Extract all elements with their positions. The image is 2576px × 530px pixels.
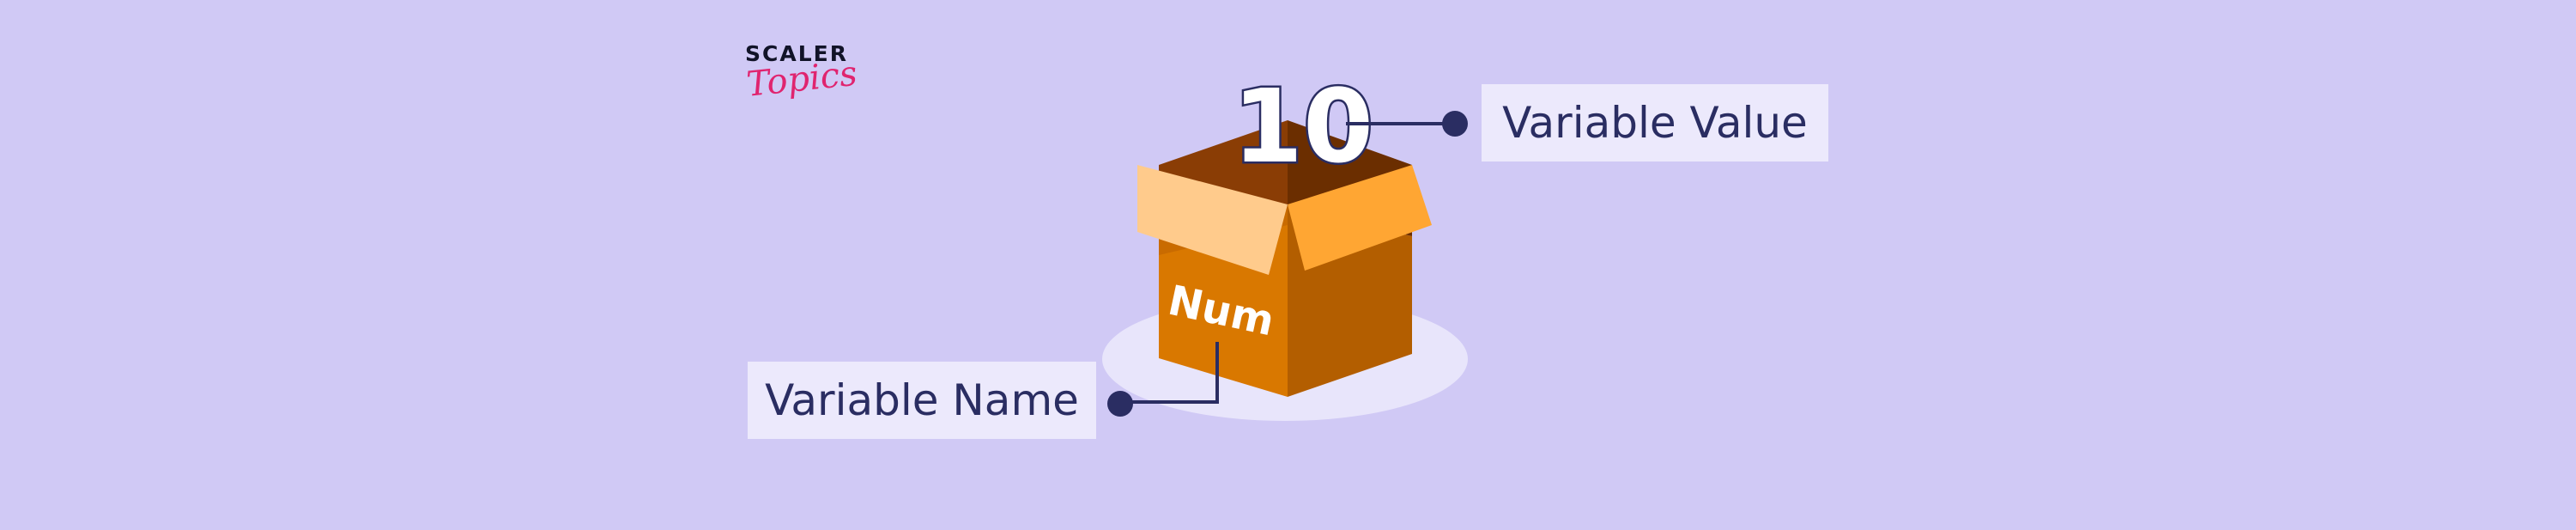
name-connector-dot (1107, 391, 1133, 417)
box-flap-left (1137, 165, 1288, 275)
variable-value-number: 10 (1233, 67, 1373, 186)
logo-scaler-text: SCALER (745, 41, 848, 66)
scaler-topics-logo: SCALER Topics (743, 40, 859, 125)
value-connector-dot (1442, 111, 1468, 137)
name-connector-line (1120, 342, 1219, 404)
variable-name-callout: Variable Name (748, 362, 1096, 439)
box-flap-right (1288, 165, 1432, 271)
variable-value-callout: Variable Value (1482, 84, 1828, 161)
